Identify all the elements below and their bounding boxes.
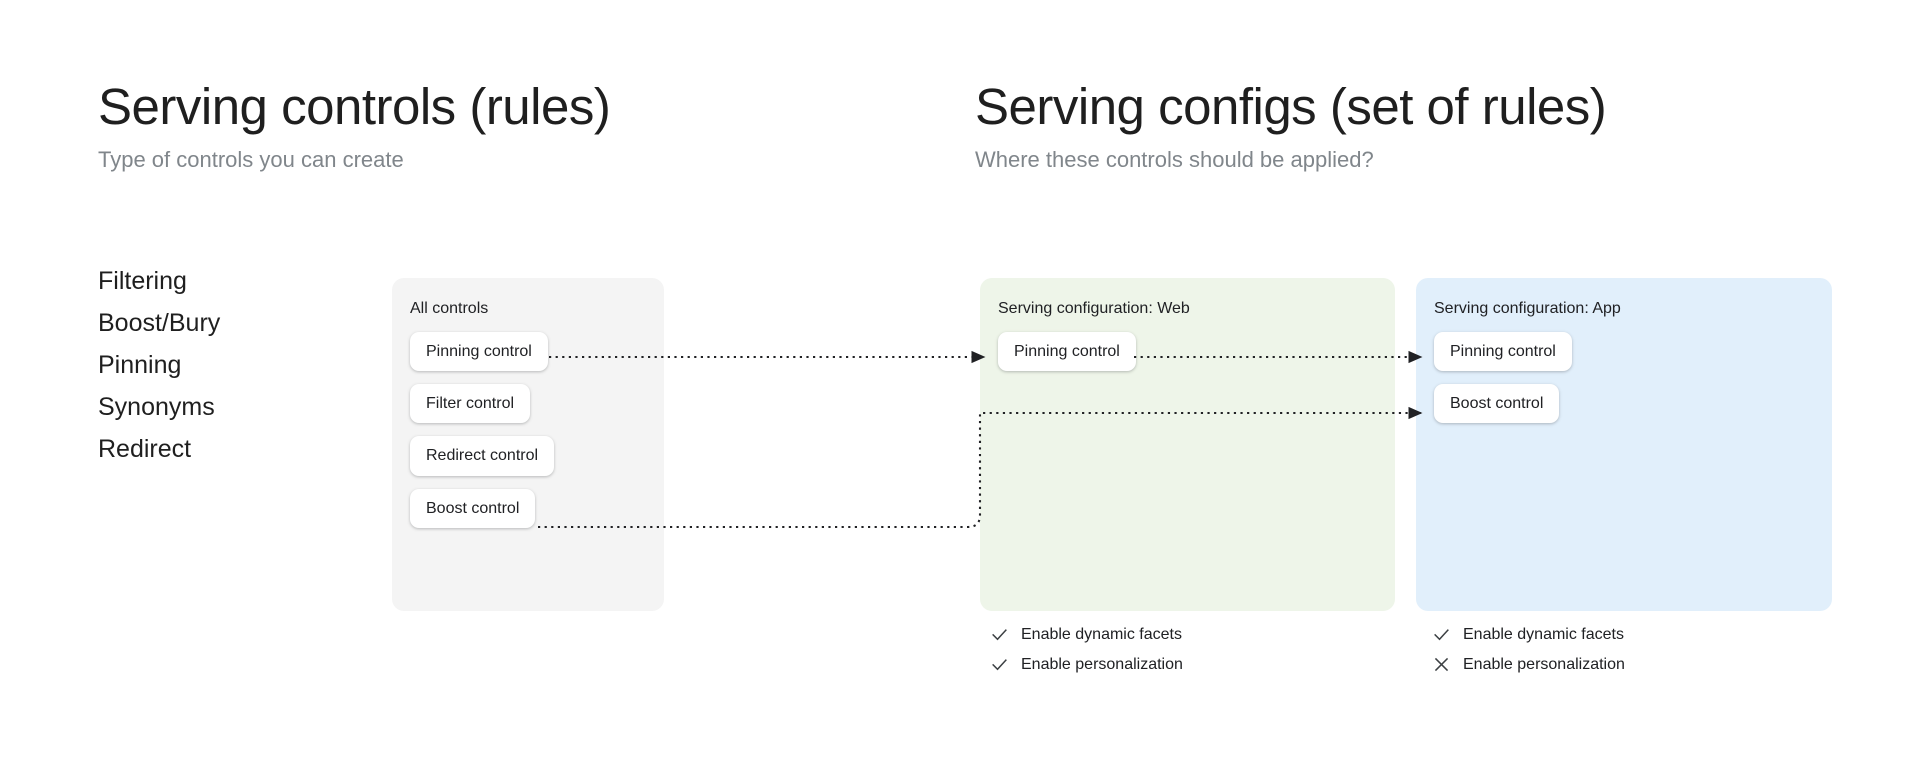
chip-list-config-app: Pinning control Boost control [1416, 332, 1832, 424]
chip-redirect-control[interactable]: Redirect control [410, 436, 555, 476]
panel-title-config-web: Serving configuration: Web [998, 300, 1190, 317]
control-type-item: Redirect [98, 435, 192, 463]
feature-label: Enable personalization [1021, 655, 1183, 673]
right-column-heading: Serving configs (set of rules) Where the… [975, 78, 1607, 173]
chip-pinning-control[interactable]: Pinning control [998, 332, 1136, 372]
close-icon [1434, 657, 1449, 672]
control-type-item: Boost/Bury [98, 309, 221, 337]
check-icon [992, 629, 1007, 641]
panel-title-all-controls: All controls [410, 300, 489, 317]
panel-all-controls: All controls Pinning control Filter cont… [392, 278, 664, 611]
chip-boost-control[interactable]: Boost control [410, 488, 536, 528]
feature-label: Enable dynamic facets [1021, 625, 1182, 643]
page-title-left: Serving controls (rules) [98, 78, 611, 135]
feature-list-config-web: Enable dynamic facets Enable personaliza… [990, 625, 1183, 674]
chip-pinning-control[interactable]: Pinning control [1434, 332, 1572, 372]
feature-row-personalization: Enable personalization [1432, 655, 1625, 674]
check-icon [992, 659, 1007, 671]
feature-row-personalization: Enable personalization [990, 655, 1183, 674]
panel-title-config-app: Serving configuration: App [1434, 300, 1621, 317]
control-type-item: Pinning [98, 351, 182, 379]
page-title-right: Serving configs (set of rules) [975, 78, 1607, 135]
chip-list-config-web: Pinning control [980, 332, 1395, 372]
left-column-heading: Serving controls (rules) Type of control… [98, 78, 611, 173]
feature-list-config-app: Enable dynamic facets Enable personaliza… [1432, 625, 1625, 674]
chip-list-all-controls: Pinning control Filter control Redirect … [392, 332, 664, 528]
panel-serving-configuration-web: Serving configuration: Web Pinning contr… [980, 278, 1395, 611]
check-icon [1434, 629, 1449, 641]
chip-boost-control[interactable]: Boost control [1434, 384, 1560, 424]
control-type-item: Synonyms [98, 393, 215, 421]
chip-filter-control[interactable]: Filter control [410, 384, 531, 424]
chip-pinning-control[interactable]: Pinning control [410, 332, 548, 372]
feature-label: Enable dynamic facets [1463, 625, 1624, 643]
page-subtitle-right: Where these controls should be applied? [975, 147, 1374, 173]
feature-row-dynamic-facets: Enable dynamic facets [1432, 625, 1625, 644]
control-type-item: Filtering [98, 267, 187, 295]
feature-label: Enable personalization [1463, 655, 1625, 673]
feature-row-dynamic-facets: Enable dynamic facets [990, 625, 1183, 644]
page-subtitle-left: Type of controls you can create [98, 147, 404, 173]
panel-serving-configuration-app: Serving configuration: App Pinning contr… [1416, 278, 1832, 611]
control-type-list: Filtering Boost/Bury Pinning Synonyms Re… [98, 265, 220, 466]
